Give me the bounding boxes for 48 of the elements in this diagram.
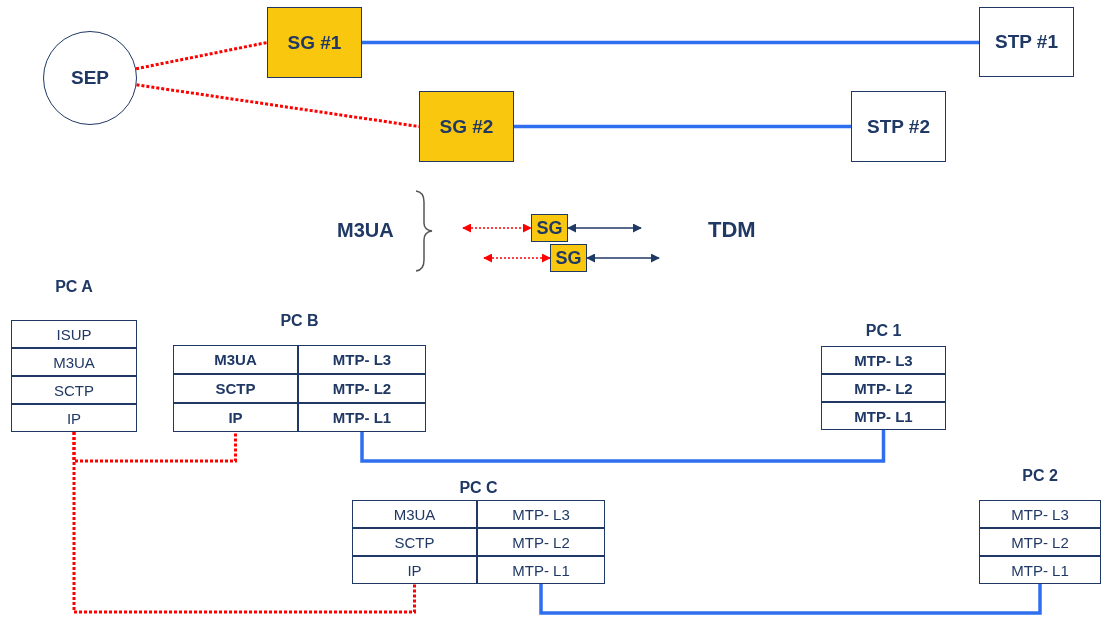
gateway-box: SG (550, 244, 587, 272)
protocol-layer: MTP- L3 (477, 500, 605, 528)
dotted-connector (136, 83, 420, 128)
dotted-connector (72, 432, 416, 614)
protocol-layer: MTP- L2 (979, 528, 1101, 556)
protocol-layer: SCTP (11, 376, 137, 404)
connector (514, 124, 851, 129)
protocol-layer: MTP- L1 (298, 403, 426, 432)
stack-heading: PC 1 (864, 322, 903, 340)
dotted-connector (462, 223, 532, 233)
connector (360, 430, 886, 463)
stack-heading: PC A (54, 278, 94, 296)
dotted-connector (72, 432, 237, 463)
protocol-layer: MTP- L3 (979, 500, 1101, 528)
protocol-layer: MTP- L1 (477, 556, 605, 584)
protocol-layer: ISUP (11, 320, 137, 348)
protocol-layer: IP (173, 403, 298, 432)
gateway-box: SG (531, 214, 568, 242)
connector (567, 223, 642, 233)
protocol-layer: MTP- L3 (821, 346, 946, 374)
transfer-point-box: STP #2 (851, 91, 946, 162)
dotted-connector (483, 253, 551, 263)
protocol-layer: SCTP (173, 374, 298, 403)
protocol-layer: MTP- L2 (821, 374, 946, 402)
stack-heading: PC 2 (1021, 467, 1059, 485)
layer-label: M3UA (337, 219, 394, 242)
protocol-layer: MTP- L2 (298, 374, 426, 403)
transfer-point-box: STP #1 (979, 7, 1074, 77)
connector (586, 253, 660, 263)
protocol-layer: MTP- L1 (979, 556, 1101, 584)
protocol-layer: MTP- L1 (821, 402, 946, 430)
connector (539, 584, 1042, 615)
protocol-layer: MTP- L2 (477, 528, 605, 556)
dotted-connector (135, 41, 268, 71)
endpoint-circle: SEP (43, 31, 137, 125)
gateway-box: SG #2 (419, 91, 514, 162)
protocol-layer: M3UA (11, 348, 137, 376)
stack-heading: PC B (279, 312, 320, 330)
protocol-layer: M3UA (173, 345, 298, 374)
stack-heading: PC C (458, 479, 499, 497)
connector (362, 40, 979, 45)
protocol-layer: IP (11, 404, 137, 432)
gateway-box: SG #1 (267, 7, 362, 78)
protocol-layer: SCTP (352, 528, 477, 556)
protocol-layer: IP (352, 556, 477, 584)
protocol-layer: MTP- L3 (298, 345, 426, 374)
layer-label: TDM (708, 217, 756, 243)
protocol-layer: M3UA (352, 500, 477, 528)
